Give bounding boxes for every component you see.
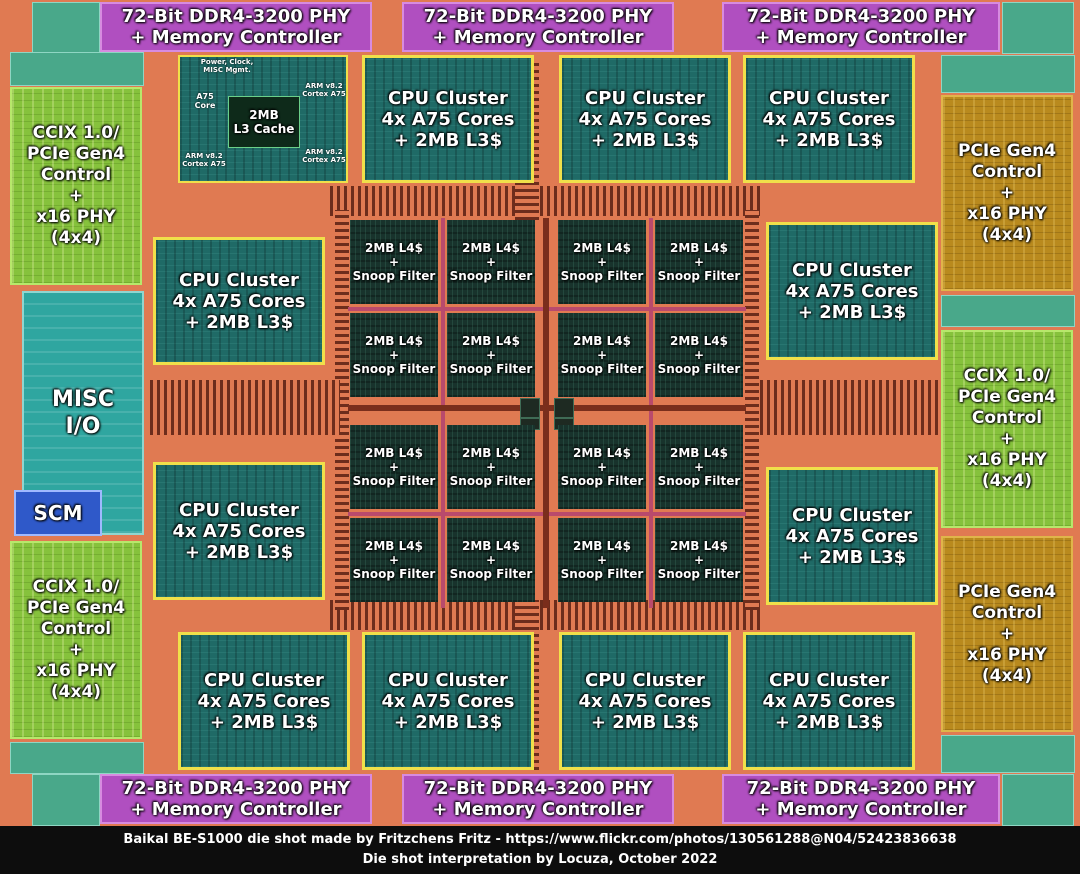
cortex-a75-label: ARM v8.2 Cortex A75 (302, 82, 346, 98)
a75-core-label: A75 Core (194, 92, 216, 110)
l4-tile-r4c3: 2MB L4$ + Snoop Filter (558, 518, 646, 602)
die-shot: 72-Bit DDR4-3200 PHY + Memory Controller… (0, 0, 1080, 826)
l4-tile-r2c1: 2MB L4$ + Snoop Filter (350, 313, 438, 397)
interconnect-stripes (150, 380, 340, 435)
corner-block (32, 774, 100, 826)
l4-tile-r2c3: 2MB L4$ + Snoop Filter (558, 313, 646, 397)
mesh-bus (649, 218, 653, 608)
cpu-cluster-bottom-4: CPU Cluster 4x A75 Cores + 2MB L3$ (743, 632, 915, 770)
cpu-cluster-right-1: CPU Cluster 4x A75 Cores + 2MB L3$ (766, 222, 938, 360)
cpu-cluster-left-1: CPU Cluster 4x A75 Cores + 2MB L3$ (153, 237, 325, 365)
l4-tile-r1c2: 2MB L4$ + Snoop Filter (447, 220, 535, 304)
cpu-cluster-bottom-2: CPU Cluster 4x A75 Cores + 2MB L3$ (362, 632, 534, 770)
l4-tile-r3c1: 2MB L4$ + Snoop Filter (350, 425, 438, 509)
crossbar-chip (520, 398, 540, 418)
corner-block (1002, 774, 1074, 826)
interconnect-stripes (335, 210, 349, 610)
l4-tile-r2c2: 2MB L4$ + Snoop Filter (447, 313, 535, 397)
memory-controller-top-3: 72-Bit DDR4-3200 PHY + Memory Controller (722, 2, 1000, 52)
l4-tile-r1c4: 2MB L4$ + Snoop Filter (655, 220, 743, 304)
pcie-block-right-top: PCIe Gen4 Control + x16 PHY (4x4) (941, 95, 1073, 291)
cortex-a75-label: ARM v8.2 Cortex A75 (302, 148, 346, 164)
edge-strip (941, 295, 1075, 327)
scm-block: SCM (14, 490, 102, 536)
cpu-cluster-left-2: CPU Cluster 4x A75 Cores + 2MB L3$ (153, 462, 325, 600)
l3-cache-zoom: 2MB L3 Cache (228, 96, 300, 148)
memory-controller-top-1: 72-Bit DDR4-3200 PHY + Memory Controller (100, 2, 372, 52)
memory-controller-bottom-2: 72-Bit DDR4-3200 PHY + Memory Controller (402, 774, 674, 824)
ccix-pcie-block-left-bottom: CCIX 1.0/ PCIe Gen4 Control + x16 PHY (4… (10, 541, 142, 739)
caption-source: Baikal BE-S1000 die shot made by Fritzch… (123, 832, 957, 847)
pcie-block-right-bottom: PCIe Gen4 Control + x16 PHY (4x4) (941, 536, 1073, 732)
ccix-pcie-block-left-top: CCIX 1.0/ PCIe Gen4 Control + x16 PHY (4… (10, 87, 142, 285)
edge-strip (10, 52, 144, 86)
l4-tile-r3c4: 2MB L4$ + Snoop Filter (655, 425, 743, 509)
corner-block (32, 2, 100, 54)
l4-tile-r3c3: 2MB L4$ + Snoop Filter (558, 425, 646, 509)
mesh-bus (543, 218, 549, 608)
cpu-cluster-bottom-3: CPU Cluster 4x A75 Cores + 2MB L3$ (559, 632, 731, 770)
l4-tile-r4c2: 2MB L4$ + Snoop Filter (447, 518, 535, 602)
memory-controller-top-2: 72-Bit DDR4-3200 PHY + Memory Controller (402, 2, 674, 52)
memory-controller-bottom-1: 72-Bit DDR4-3200 PHY + Memory Controller (100, 774, 372, 824)
l4-tile-r3c2: 2MB L4$ + Snoop Filter (447, 425, 535, 509)
edge-strip (941, 55, 1075, 93)
interconnect-stripes (760, 380, 940, 435)
edge-strip (10, 742, 144, 774)
cpu-cluster-top-4: CPU Cluster 4x A75 Cores + 2MB L3$ (743, 55, 915, 183)
cpu-cluster-zoom (178, 55, 348, 183)
corner-block (1002, 2, 1074, 54)
cpu-cluster-right-2: CPU Cluster 4x A75 Cores + 2MB L3$ (766, 467, 938, 605)
mesh-bus (441, 218, 445, 608)
misc-mgmt-label: Power, Clock, MISC Mgmt. (200, 58, 254, 74)
edge-strip (941, 735, 1075, 773)
crossbar-chip (554, 398, 574, 418)
caption: Baikal BE-S1000 die shot made by Fritzch… (0, 826, 1080, 874)
caption-credit: Die shot interpretation by Locuza, Octob… (362, 852, 718, 867)
l4-tile-r1c3: 2MB L4$ + Snoop Filter (558, 220, 646, 304)
l4-tile-r4c1: 2MB L4$ + Snoop Filter (350, 518, 438, 602)
ccix-pcie-block-right: CCIX 1.0/ PCIe Gen4 Control + x16 PHY (4… (941, 330, 1073, 528)
cpu-cluster-top-3: CPU Cluster 4x A75 Cores + 2MB L3$ (559, 55, 731, 183)
cortex-a75-label: ARM v8.2 Cortex A75 (182, 152, 226, 168)
memory-controller-bottom-3: 72-Bit DDR4-3200 PHY + Memory Controller (722, 774, 1000, 824)
cpu-cluster-bottom-1: CPU Cluster 4x A75 Cores + 2MB L3$ (178, 632, 350, 770)
interconnect-stripes (330, 186, 760, 216)
l4-tile-r2c4: 2MB L4$ + Snoop Filter (655, 313, 743, 397)
interconnect-stripes (745, 210, 759, 610)
l4-tile-r1c1: 2MB L4$ + Snoop Filter (350, 220, 438, 304)
l4-tile-r4c4: 2MB L4$ + Snoop Filter (655, 518, 743, 602)
cpu-cluster-top-2: CPU Cluster 4x A75 Cores + 2MB L3$ (362, 55, 534, 183)
